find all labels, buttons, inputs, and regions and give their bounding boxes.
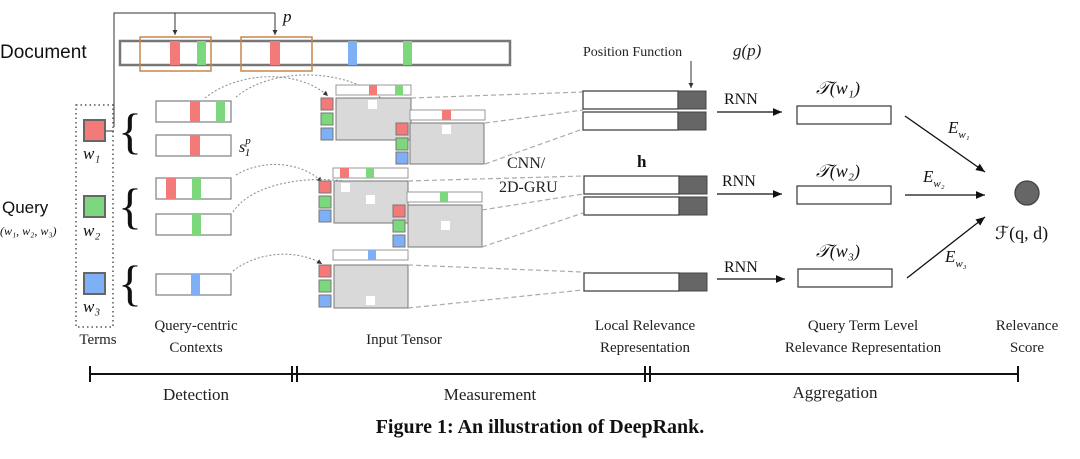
- brace: {: [118, 103, 142, 159]
- relevance-score-node: [1014, 180, 1040, 206]
- document-label: Document: [0, 42, 87, 63]
- input-tensor-label: Input Tensor: [366, 332, 442, 348]
- term-w2: [83, 195, 106, 218]
- term-w1: [83, 119, 106, 142]
- term-level-rep-w1: [796, 105, 892, 125]
- input-tensor-w1a: [320, 84, 412, 141]
- input-tensor-w1b: [395, 109, 486, 165]
- context-window: [240, 36, 313, 72]
- query-label: Query: [2, 198, 49, 217]
- terms-label: Terms: [79, 332, 116, 348]
- term-level-label: Query Term Level: [808, 318, 918, 334]
- projection-lines: [407, 91, 584, 309]
- score-label: Relevance: [996, 318, 1059, 334]
- term-level-label: Relevance Representation: [785, 340, 942, 356]
- local-rel-label: Local Relevance: [595, 318, 696, 334]
- context-window: [139, 36, 212, 72]
- stage-detection: Detection: [163, 385, 230, 404]
- E-w3-label: Ew₃: [944, 247, 967, 270]
- query-sub: (w₁, w₂, w₃): [0, 224, 57, 238]
- rnn-label: RNN: [724, 259, 758, 276]
- gp-label: g(p): [733, 41, 762, 60]
- gru-label: 2D-GRU: [499, 179, 558, 196]
- doc-term-green: [197, 41, 206, 65]
- T-w1-label: 𝒯(w₁): [816, 78, 860, 99]
- local-rel-label: Representation: [600, 340, 690, 356]
- contexts: [155, 100, 232, 296]
- terms-box: [75, 104, 114, 328]
- figure-caption: Figure 1: An illustration of DeepRank.: [375, 416, 705, 438]
- aggregation-arrow: [904, 115, 986, 173]
- term-w1-label: w₁: [83, 144, 100, 163]
- T-w2-label: 𝒯(w₂): [816, 161, 860, 182]
- position-line: [113, 12, 275, 127]
- term-w3-label: w₃: [83, 297, 100, 316]
- cnn-label: CNN/: [507, 155, 546, 172]
- doc-term-red: [270, 41, 280, 65]
- term-level-rep-w2: [796, 185, 892, 205]
- rnn-label: RNN: [724, 91, 758, 108]
- p-label: p: [282, 7, 292, 26]
- stage-measurement: Measurement: [444, 385, 537, 404]
- contexts-label: Contexts: [169, 340, 222, 356]
- local-relevance-reps: [582, 90, 708, 292]
- doc-term-green: [403, 41, 412, 65]
- h-label: h: [637, 152, 647, 171]
- score-label: Score: [1010, 340, 1044, 356]
- term-w3: [83, 272, 106, 295]
- document-bar: [118, 39, 512, 67]
- F-label: ℱ(q, d): [995, 223, 1048, 244]
- term-level-rep-w3: [797, 268, 893, 288]
- input-tensor-w3: [318, 249, 409, 309]
- E-w1-label: Ew₁: [947, 118, 970, 141]
- T-w3-label: 𝒯(w₃): [816, 241, 860, 262]
- E-w2-label: Ew₂: [922, 167, 945, 190]
- position-function-label: Position Function: [583, 45, 682, 60]
- stage-aggregation: Aggregation: [793, 383, 878, 402]
- rnn-label: RNN: [722, 173, 756, 190]
- brace: {: [118, 178, 142, 234]
- stage-timeline: [89, 366, 1019, 382]
- brace: {: [118, 255, 142, 311]
- aggregation-arrow: [906, 216, 986, 279]
- term-w2-label: w₂: [83, 221, 100, 240]
- input-tensor-w2b: [392, 191, 483, 248]
- doc-term-blue: [348, 41, 357, 65]
- doc-term-red: [170, 41, 180, 65]
- contexts-label: Query-centric: [154, 318, 238, 334]
